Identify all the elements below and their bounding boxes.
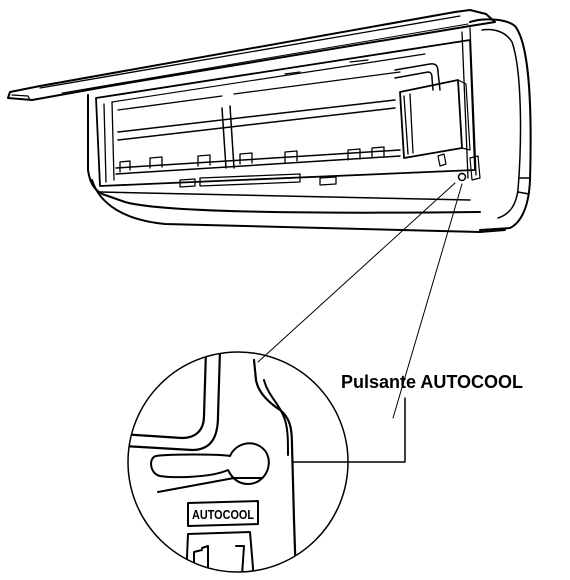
indoor-unit-drawing: [7, 9, 532, 233]
control-box: [399, 79, 471, 167]
autocool-button-label: Pulsante AUTOCOOL: [341, 372, 524, 392]
right-end-cap: [461, 18, 532, 231]
front-panel-lid: [7, 9, 496, 101]
magnifier-leader-lines: [257, 182, 463, 419]
pipe-tube: [394, 63, 441, 91]
autocool-marking-text: AUTOCOOL: [192, 507, 254, 522]
magnified-detail-circle: AUTOCOOL: [127, 351, 349, 573]
filter-frame: [95, 39, 476, 188]
button-area-detail: [457, 155, 481, 182]
callout-bracket: [291, 397, 406, 463]
unit-body: [87, 94, 506, 233]
